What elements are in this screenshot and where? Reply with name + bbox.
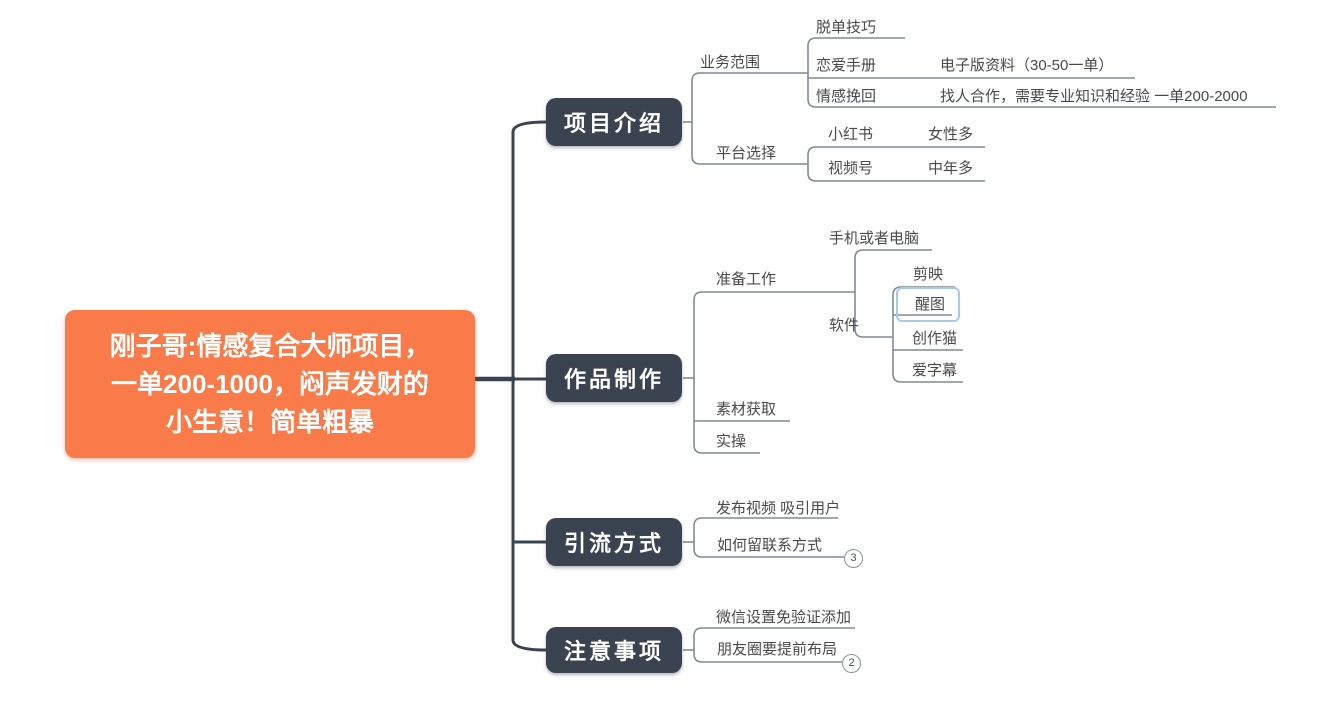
root-topic-line-2: 一单200-1000，闷声发财的 (111, 369, 429, 399)
node-single-exit-skills[interactable]: 脱单技巧 (816, 19, 877, 36)
node-business-scope[interactable]: 业务范围 (700, 54, 761, 71)
node-publish-video[interactable]: 发布视频 吸引用户 (716, 500, 841, 517)
collapsed-count-badge[interactable]: 2 (842, 654, 861, 673)
node-software[interactable]: 软件 (829, 317, 860, 334)
node-aizimu[interactable]: 爱字幕 (912, 362, 958, 379)
selected-node-highlight (896, 287, 960, 322)
branch-project-intro[interactable]: 项目介绍 (546, 98, 682, 146)
node-wechat-no-verify[interactable]: 微信设置免验证添加 (716, 609, 852, 626)
node-emotion-recovery[interactable]: 情感挽回 (816, 88, 877, 105)
node-xiaohongshu-note[interactable]: 女性多 (928, 126, 974, 143)
root-topic-line-1: 刚子哥:情感复合大师项目， (109, 331, 431, 361)
node-jianying[interactable]: 剪映 (913, 266, 944, 283)
node-chuangzuomao[interactable]: 创作猫 (912, 330, 958, 347)
node-moments-layout[interactable]: 朋友圈要提前布局 (717, 641, 838, 658)
node-platform-choice[interactable]: 平台选择 (716, 145, 777, 162)
branch-precautions[interactable]: 注意事项 (546, 627, 682, 673)
node-practice[interactable]: 实操 (716, 433, 747, 450)
node-shipinhao[interactable]: 视频号 (828, 160, 874, 177)
root-topic[interactable]: 刚子哥:情感复合大师项目， 一单200-1000，闷声发财的 小生意！简单粗暴 (65, 310, 475, 458)
node-leave-contact[interactable]: 如何留联系方式 (717, 537, 823, 554)
node-material-acquisition[interactable]: 素材获取 (716, 401, 777, 418)
node-prep-work[interactable]: 准备工作 (716, 271, 777, 288)
node-shipinhao-note[interactable]: 中年多 (928, 160, 974, 177)
node-cooperation-note[interactable]: 找人合作，需要专业知识和经验 一单200-2000 (940, 88, 1248, 105)
node-phone-or-pc[interactable]: 手机或者电脑 (829, 230, 920, 247)
branch-work-production[interactable]: 作品制作 (546, 354, 682, 402)
branch-traffic-method[interactable]: 引流方式 (546, 518, 682, 566)
collapsed-count-badge[interactable]: 3 (844, 549, 863, 568)
node-xingtu[interactable]: 醒图 (915, 296, 946, 313)
node-ebook-material[interactable]: 电子版资料（30-50一单） (940, 57, 1114, 74)
node-love-manual[interactable]: 恋爱手册 (816, 57, 877, 74)
root-topic-line-3: 小生意！简单粗暴 (165, 407, 374, 437)
node-xiaohongshu[interactable]: 小红书 (828, 126, 874, 143)
